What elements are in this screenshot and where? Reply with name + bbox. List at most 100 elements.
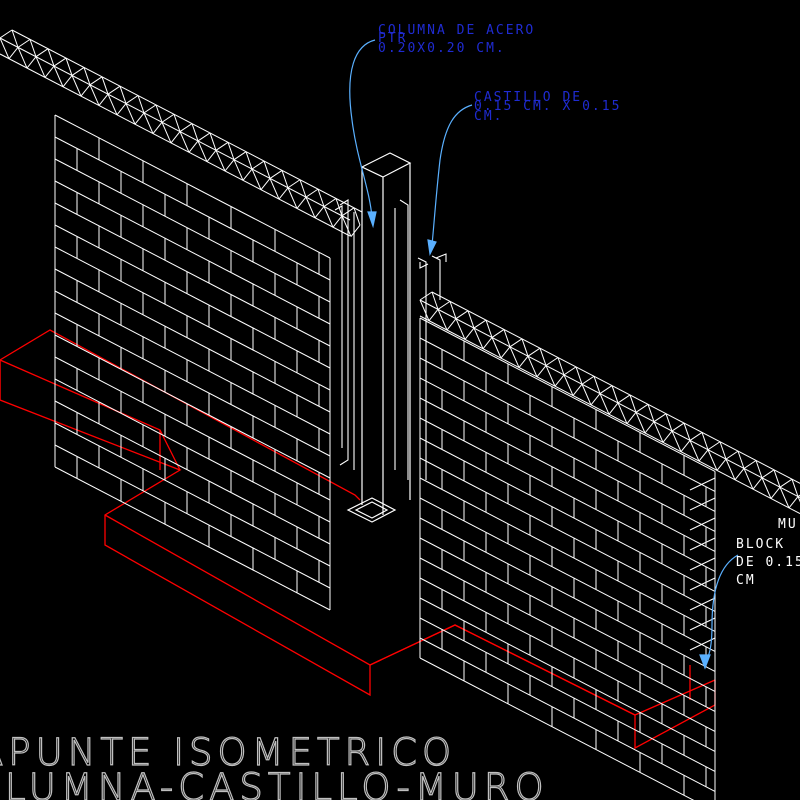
right-bond-beam-diagonal <box>509 346 520 368</box>
right-panel-course-line <box>419 577 716 732</box>
steel-column-label-line3: 0.20X0.20 CM. <box>378 41 506 56</box>
right-panel-course-line <box>419 357 716 512</box>
right-panel-course-line <box>419 557 716 712</box>
left-bond-beam-diagonal <box>227 142 235 160</box>
castillo-leader <box>431 104 473 246</box>
right-bond-beam-diagonal <box>449 301 457 319</box>
left-bond-beam-diagonal <box>179 123 193 133</box>
right-bond-beam-diagonal <box>503 329 511 347</box>
left-bond-beam-diagonal <box>0 29 13 39</box>
rebar-left-2 <box>334 205 343 448</box>
left-bond-beam-diagonal <box>116 103 127 116</box>
right-bond-beam-diagonal <box>563 366 577 376</box>
rebar-hook-2 <box>435 253 447 262</box>
right-panel-course-line <box>419 497 716 652</box>
right-panel-course-line <box>419 617 716 772</box>
left-bond-beam-diagonal <box>161 122 172 144</box>
left-bond-beam-diagonal <box>80 84 91 97</box>
left-bond-beam-diagonal <box>44 65 55 78</box>
right-panel-course-line <box>419 657 695 800</box>
right-bond-beam-diagonal <box>581 375 595 385</box>
wall-label-line4: CM <box>736 573 756 588</box>
left-panel-course-line <box>54 202 331 347</box>
left-bond-beam-diagonal <box>323 198 337 207</box>
left-bond-beam-diagonal <box>251 160 265 170</box>
right-bond-beam-diagonal <box>773 469 781 488</box>
right-bond-beam-diagonal <box>761 477 772 499</box>
right-bond-beam-diagonal <box>743 460 757 469</box>
left-bond-beam-chord <box>0 37 351 221</box>
block-end-edge <box>689 477 716 491</box>
right-bond-beam-diagonal <box>644 421 655 434</box>
left-bond-beam-diagonal <box>314 206 325 219</box>
right-panel-course-line <box>419 337 716 492</box>
block-end-edge <box>689 597 716 611</box>
right-panel-course-line <box>419 477 716 632</box>
left-panel-course-line <box>54 356 331 501</box>
left-panel-course-line <box>54 290 331 435</box>
left-bond-beam-diagonal <box>119 85 127 104</box>
column-leader-arrow <box>367 211 377 229</box>
left-bond-beam-diagonal <box>125 95 139 104</box>
left-panel-course-line <box>54 444 331 589</box>
footing-step <box>104 514 716 716</box>
left-bond-beam-diagonal <box>35 56 46 78</box>
wall-label-line2: BLOCK <box>736 537 785 552</box>
left-bond-beam-diagonal <box>197 140 208 162</box>
left-bond-beam-diagonal <box>233 159 244 181</box>
left-bond-beam-diagonal <box>173 114 181 132</box>
left-panel-course-line <box>54 378 331 523</box>
left-bond-beam-diagonal <box>281 170 289 188</box>
left-bond-beam-diagonal <box>317 188 325 207</box>
left-bond-beam-diagonal <box>83 67 91 85</box>
right-bond-beam-diagonal <box>653 421 664 443</box>
annotation-leaders <box>349 39 739 670</box>
block-end-edge <box>689 517 716 531</box>
right-bond-beam-diagonal <box>539 347 547 366</box>
left-bond-beam-diagonal <box>353 207 361 226</box>
left-bond-beam-diagonal <box>215 141 229 151</box>
right-bond-beam-diagonal <box>683 422 691 441</box>
rebar-hook-1 <box>419 262 429 269</box>
right-panel-course-line <box>419 637 716 792</box>
right-panel-course-line <box>419 597 716 752</box>
left-bond-beam-diagonal <box>233 151 247 161</box>
right-bond-beam-diagonal <box>527 347 541 357</box>
left-bond-beam-diagonal <box>107 85 121 95</box>
block-end-edge <box>689 497 716 511</box>
right-bond-beam-diagonal <box>617 402 628 424</box>
right-bond-beam-diagonal <box>590 393 601 406</box>
right-bond-beam-diagonal <box>467 310 475 329</box>
left-bond-beam-diagonal <box>350 224 361 237</box>
right-panel-course-line <box>419 537 716 692</box>
left-bond-beam-diagonal <box>188 140 199 153</box>
right-bond-beam-diagonal <box>689 440 700 462</box>
right-panel-course-line <box>419 377 716 532</box>
right-bond-beam-diagonal <box>491 337 502 359</box>
left-bond-beam-diagonal <box>62 75 73 88</box>
left-bond-beam-diagonal <box>101 76 109 95</box>
left-bond-beam-diagonal <box>137 95 145 114</box>
right-bond-beam-diagonal <box>761 469 775 479</box>
left-bond-beam-diagonal <box>224 159 235 172</box>
right-bond-beam-diagonal <box>698 449 709 462</box>
left-bond-beam-diagonal <box>0 37 10 59</box>
right-bond-beam-diagonal <box>593 376 601 394</box>
right-bond-beam-chord <box>419 299 800 499</box>
left-panel-course-line <box>54 466 331 611</box>
left-bond-beam-diagonal <box>125 103 136 125</box>
left-bond-beam-diagonal <box>170 131 181 144</box>
drawing-title-line2: COLUMNA-CASTILLO-MURO <box>0 766 549 800</box>
left-bond-beam-diagonal <box>89 84 100 106</box>
right-bond-beam-diagonal <box>545 357 559 366</box>
right-bond-beam-diagonal <box>671 422 685 432</box>
left-bond-beam-diagonal <box>35 48 49 58</box>
rebar-right-1 <box>399 199 409 480</box>
block-end-edge <box>689 637 716 651</box>
castillo-label-line1: CASTILLO DE <box>474 90 582 105</box>
right-bond-beam-diagonal <box>671 430 682 452</box>
left-bond-beam-diagonal <box>161 113 175 123</box>
left-bond-beam-diagonal <box>269 169 283 179</box>
left-panel-course-line <box>54 180 331 325</box>
right-bond-beam-chord <box>431 291 800 484</box>
